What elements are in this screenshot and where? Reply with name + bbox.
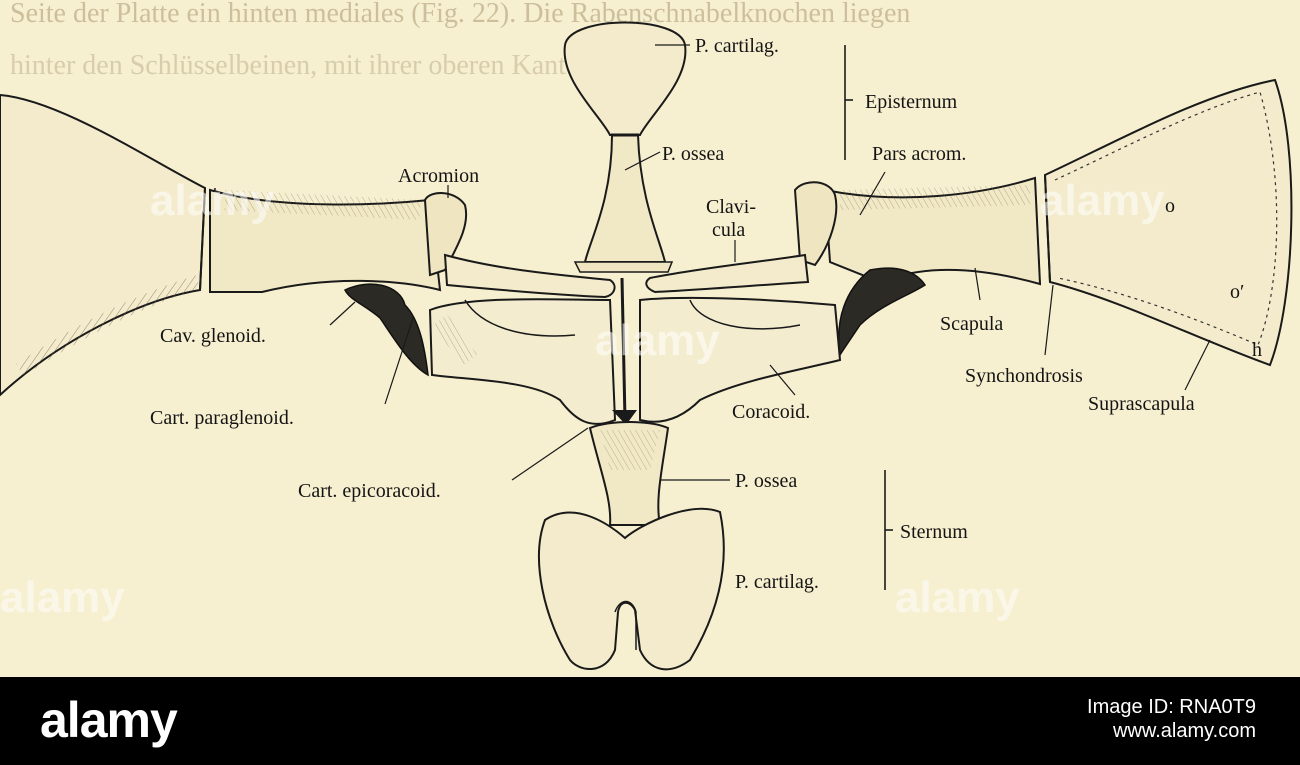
right-coracoid xyxy=(639,296,842,423)
label-pars-acrom: Pars acrom. xyxy=(872,143,966,165)
label-sternum: Sternum xyxy=(900,521,968,543)
watermark-group: alamy alamy alamy alamy alamy xyxy=(0,176,1165,622)
right-suprascapula xyxy=(1043,78,1293,367)
label-episternum-ossea: P. ossea xyxy=(662,143,724,165)
watermark-bottom-left: alamy xyxy=(0,573,125,622)
label-synchondrosis: Synchondrosis xyxy=(965,365,1083,387)
leader-lines xyxy=(329,44,1211,481)
watermark-right: alamy xyxy=(1040,176,1165,225)
label-sternum-ossea: P. ossea xyxy=(735,470,797,492)
watermark-bottom-right: alamy xyxy=(895,573,1020,622)
left-glenoid-cavity xyxy=(343,283,429,377)
label-cav-glenoid: Cav. glenoid. xyxy=(160,325,266,347)
label-episternum-cartilag: P. cartilag. xyxy=(695,35,779,57)
background-text-line-2: hinter den Schlüsselbeinen, mit ihrer ob… xyxy=(10,50,578,81)
label-o: o xyxy=(1165,195,1175,217)
label-clavicula-line1: Clavi- xyxy=(706,196,756,218)
label-clavicula-line2: cula xyxy=(712,219,745,241)
stock-footer-bar: alamy Image ID: RNA0T9 www.alamy.com xyxy=(0,677,1300,765)
label-acromion: Acromion xyxy=(398,165,479,187)
background-text-line-1: Seite der Platte ein hinten mediales (Fi… xyxy=(10,0,910,29)
left-coracoid xyxy=(428,298,617,425)
label-sternum-cartilag: P. cartilag. xyxy=(735,571,819,593)
watermark-center: alamy xyxy=(595,316,720,365)
image-id: Image ID: RNA0T9 xyxy=(1087,696,1256,718)
episternum-ossea xyxy=(583,134,667,263)
right-clavicula xyxy=(645,253,810,294)
episternum-cartilago xyxy=(563,21,687,136)
right-glenoid-cavity xyxy=(838,267,927,358)
left-clavicula xyxy=(443,253,616,299)
left-suprascapula xyxy=(0,93,207,397)
image-credit: Image ID: RNA0T9 www.alamy.com xyxy=(1087,695,1256,743)
label-cart-epicoracoid: Cart. epicoracoid. xyxy=(298,480,441,502)
label-episternum: Episternum xyxy=(865,91,958,113)
stock-logo: alamy xyxy=(40,692,178,748)
shoulder-girdle-diagram: Seite der Platte ein hinten mediales (Fi… xyxy=(0,0,1293,671)
label-cart-paraglenoid: Cart. paraglenoid. xyxy=(150,407,294,429)
anatomical-figure: Seite der Platte ein hinten mediales (Fi… xyxy=(0,0,1300,677)
label-scapula: Scapula xyxy=(940,313,1003,335)
label-h: h xyxy=(1252,339,1262,361)
site-url: www.alamy.com xyxy=(1113,720,1256,742)
watermark-left: alamy xyxy=(150,176,275,225)
label-o-prime: o′ xyxy=(1230,281,1244,303)
right-acromion xyxy=(793,181,838,267)
sternum-cartilago xyxy=(538,507,725,671)
label-coracoid: Coracoid. xyxy=(732,401,810,423)
label-suprascapula: Suprascapula xyxy=(1088,393,1195,415)
